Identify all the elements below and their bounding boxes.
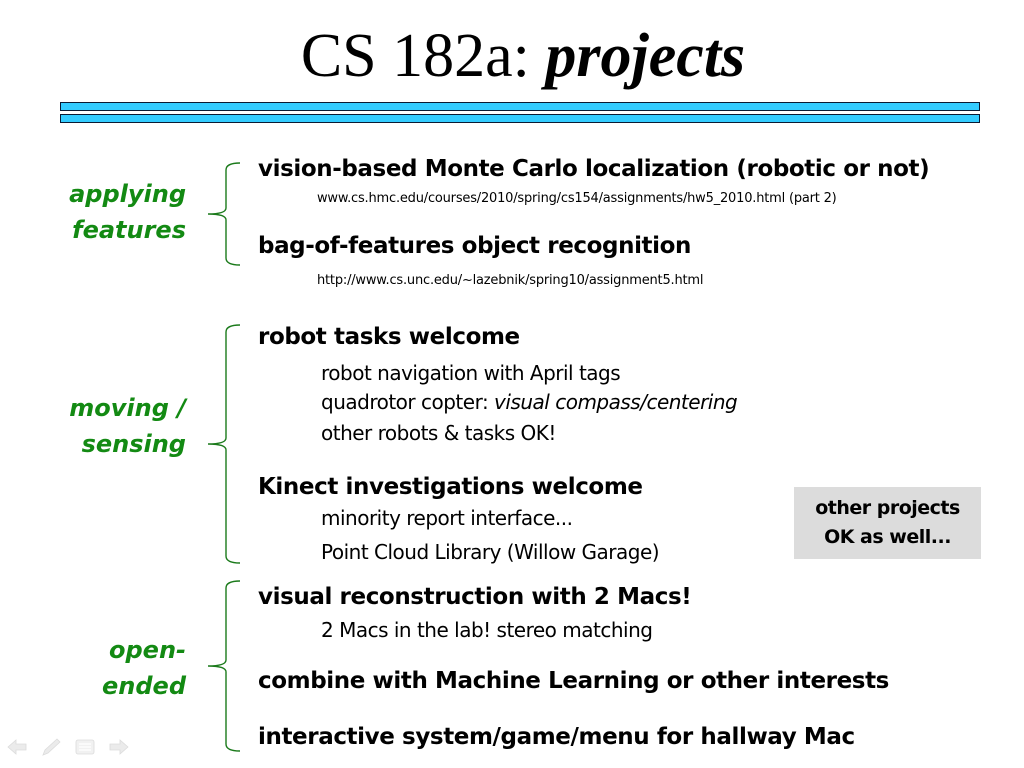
title-rule-top (60, 102, 980, 111)
menu-icon[interactable] (74, 738, 96, 756)
item-heading: visual reconstruction with 2 Macs! (258, 584, 692, 610)
category-label-line: open- (109, 636, 186, 664)
item-sub: robot navigation with April tags (321, 361, 621, 385)
category-label-line: sensing (81, 430, 186, 458)
item-sub: Point Cloud Library (Willow Garage) (321, 540, 660, 564)
slide-title-plain: CS 182a: (300, 22, 546, 90)
item-url-link[interactable]: www.cs.hmc.edu/courses/2010/spring/cs154… (317, 191, 837, 206)
item-heading: vision-based Monte Carlo localization (r… (258, 156, 930, 182)
brace-open-ended (200, 580, 242, 752)
category-label-moving-sensing: moving / sensing (69, 390, 186, 462)
brace-applying-features (200, 162, 242, 266)
category-label-applying-features: applying features (69, 176, 186, 248)
note-box-line: other projects (815, 497, 960, 519)
pen-icon[interactable] (40, 738, 62, 756)
item-heading: robot tasks welcome (258, 324, 520, 350)
item-heading: combine with Machine Learning or other i… (258, 668, 889, 694)
item-sub: minority report interface... (321, 506, 573, 530)
category-label-line: moving / (69, 394, 186, 422)
slide-title: CS 182a: projects (0, 18, 1024, 94)
item-heading: Kinect investigations welcome (258, 474, 643, 500)
arrow-right-icon[interactable] (108, 738, 130, 756)
title-rule-bottom (60, 114, 980, 123)
item-heading: bag-of-features object recognition (258, 233, 692, 259)
category-label-line: applying (69, 180, 186, 208)
item-heading: interactive system/game/menu for hallway… (258, 724, 855, 750)
item-sub: quadrotor copter: visual compass/centeri… (321, 388, 738, 416)
slideshow-nav (6, 738, 130, 756)
item-sub-text: quadrotor copter: (321, 390, 495, 414)
item-url-link[interactable]: http://www.cs.unc.edu/~lazebnik/spring10… (317, 273, 704, 288)
category-label-open-ended: open- ended (102, 632, 186, 704)
item-sub-italic: visual compass/centering (494, 390, 738, 414)
item-sub: other robots & tasks OK! (321, 421, 556, 445)
slide-title-emphasis: projects (545, 22, 746, 90)
category-label-line: features (72, 216, 186, 244)
note-box-line: OK as well... (824, 526, 951, 548)
note-box-other-projects: other projects OK as well... (794, 487, 981, 559)
arrow-left-icon[interactable] (6, 738, 28, 756)
brace-moving-sensing (200, 324, 242, 564)
item-sub: 2 Macs in the lab! stereo matching (321, 618, 653, 642)
category-label-line: ended (102, 672, 186, 700)
